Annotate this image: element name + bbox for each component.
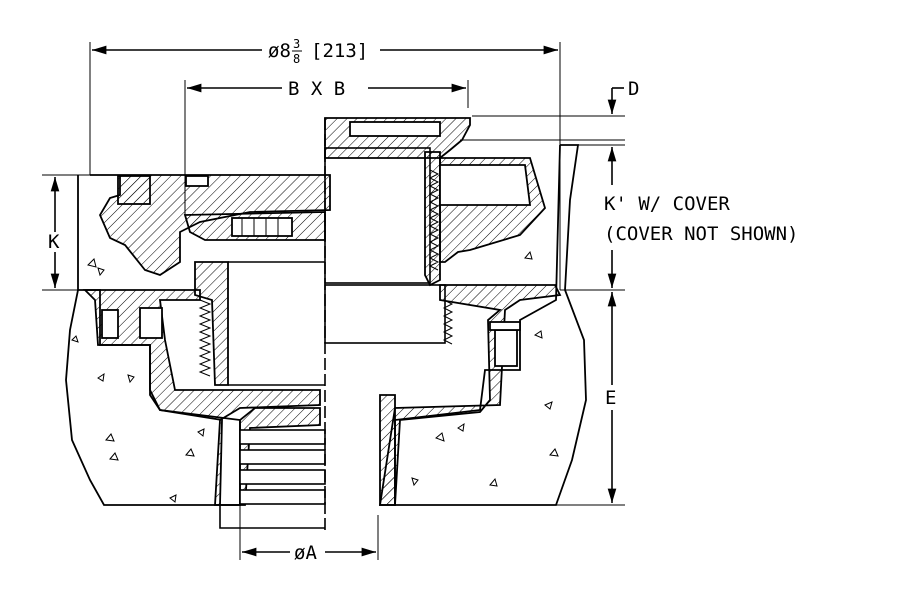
- dim-top-size-label: B X B: [288, 78, 345, 100]
- threads-left: [198, 299, 212, 377]
- dim-d: D: [460, 78, 639, 141]
- dim-k-prime-line2: (COVER NOT SHOWN): [604, 223, 798, 245]
- dim-overall-diameter: ø8 3 8 [213]: [89, 37, 561, 290]
- dim-e-label: E: [605, 387, 616, 409]
- anchor-left: [117, 175, 151, 205]
- clamp-bolt-left: [139, 307, 163, 339]
- dim-k-prime: K' W/ COVER (COVER NOT SHOWN): [560, 144, 798, 291]
- grate-bars-right: [349, 121, 441, 137]
- dim-d-label: D: [628, 78, 639, 100]
- dim-diameter-metric: [213]: [311, 40, 368, 62]
- concrete-aggregate: [71, 250, 559, 503]
- grate-bars-left: [231, 217, 293, 237]
- center-details: [228, 118, 446, 530]
- dim-diameter-frac-den: 8: [293, 52, 300, 66]
- dim-k-prime-line1: K' W/ COVER: [604, 193, 730, 215]
- bolt-top-left: [185, 175, 209, 187]
- cover-inner-right: [439, 164, 532, 206]
- clamp-nut-left: [101, 309, 119, 339]
- dim-top-size: B X B: [184, 78, 469, 215]
- dim-a: øA: [239, 505, 379, 564]
- outlet-right: [379, 394, 396, 506]
- body-left: [82, 289, 321, 506]
- sleeve-right: [424, 151, 441, 287]
- dim-a-label: øA: [294, 542, 317, 564]
- dim-diameter-frac-num: 3: [293, 37, 300, 51]
- dim-k: K: [42, 174, 90, 291]
- grate-bar-lines: [241, 218, 279, 236]
- clamp-bolt-right: [494, 329, 518, 367]
- dim-e: E: [556, 292, 625, 506]
- clamp-nut-right: [489, 321, 521, 331]
- dim-diameter-prefix: ø8: [268, 40, 291, 62]
- dim-k-label: K: [48, 231, 60, 253]
